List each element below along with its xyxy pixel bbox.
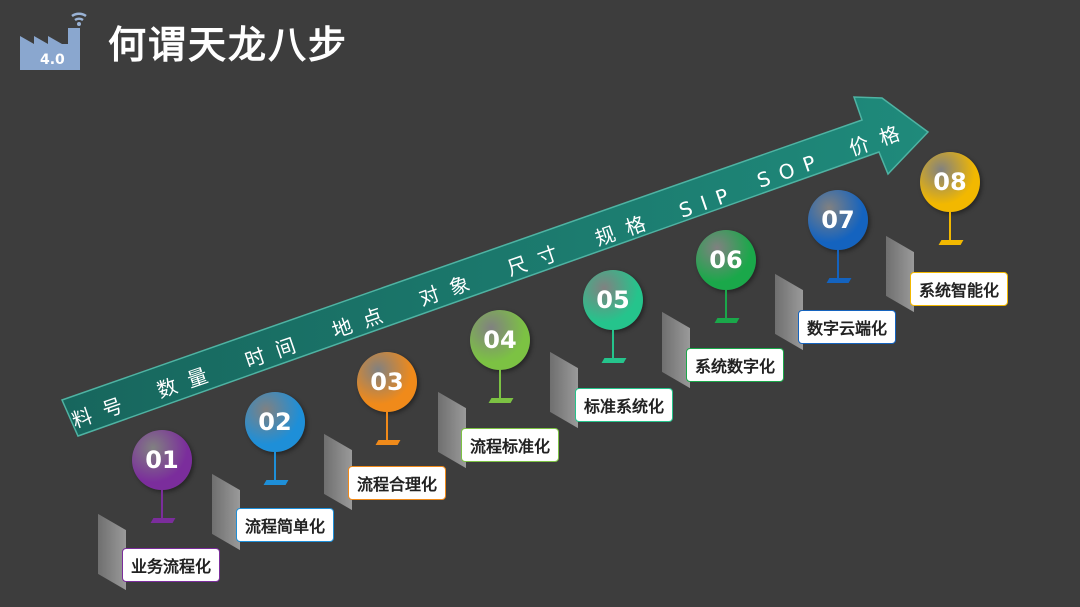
page-title: 何谓天龙八步 (108, 23, 349, 67)
step-stem (725, 290, 727, 320)
step-label-05: 标准系统化 (575, 388, 674, 422)
step-stem (837, 250, 839, 280)
step-number-05: 05 (583, 270, 643, 330)
step-number-08: 08 (920, 152, 980, 212)
step-foot (150, 518, 176, 523)
step-label-07: 数字云端化 (798, 310, 897, 344)
step-stem (386, 412, 388, 442)
step-foot (826, 278, 852, 283)
step-label-03: 流程合理化 (348, 466, 447, 500)
step-foot (938, 240, 964, 245)
step-label-01: 业务流程化 (122, 548, 221, 582)
step-number-02: 02 (245, 392, 305, 452)
step-number-06: 06 (696, 230, 756, 290)
step-label-08: 系统智能化 (910, 272, 1009, 306)
step-label-02: 流程简单化 (236, 508, 335, 542)
step-foot (601, 358, 627, 363)
factory-wifi-icon: 4.0 (20, 12, 87, 70)
step-label-04: 流程标准化 (461, 428, 560, 462)
step-number-07: 07 (808, 190, 868, 250)
step-stem (274, 452, 276, 482)
step-number-04: 04 (470, 310, 530, 370)
step-stem (612, 330, 614, 360)
step-stem (499, 370, 501, 400)
step-number-01: 01 (132, 430, 192, 490)
step-number-03: 03 (357, 352, 417, 412)
arrow-shape (60, 96, 930, 437)
step-foot (714, 318, 740, 323)
step-stem (161, 490, 163, 520)
step-label-06: 系统数字化 (686, 348, 785, 382)
step-foot (375, 440, 401, 445)
logo-text: 4.0 (40, 52, 65, 68)
step-foot (263, 480, 289, 485)
step-stem (949, 212, 951, 242)
step-foot (488, 398, 514, 403)
